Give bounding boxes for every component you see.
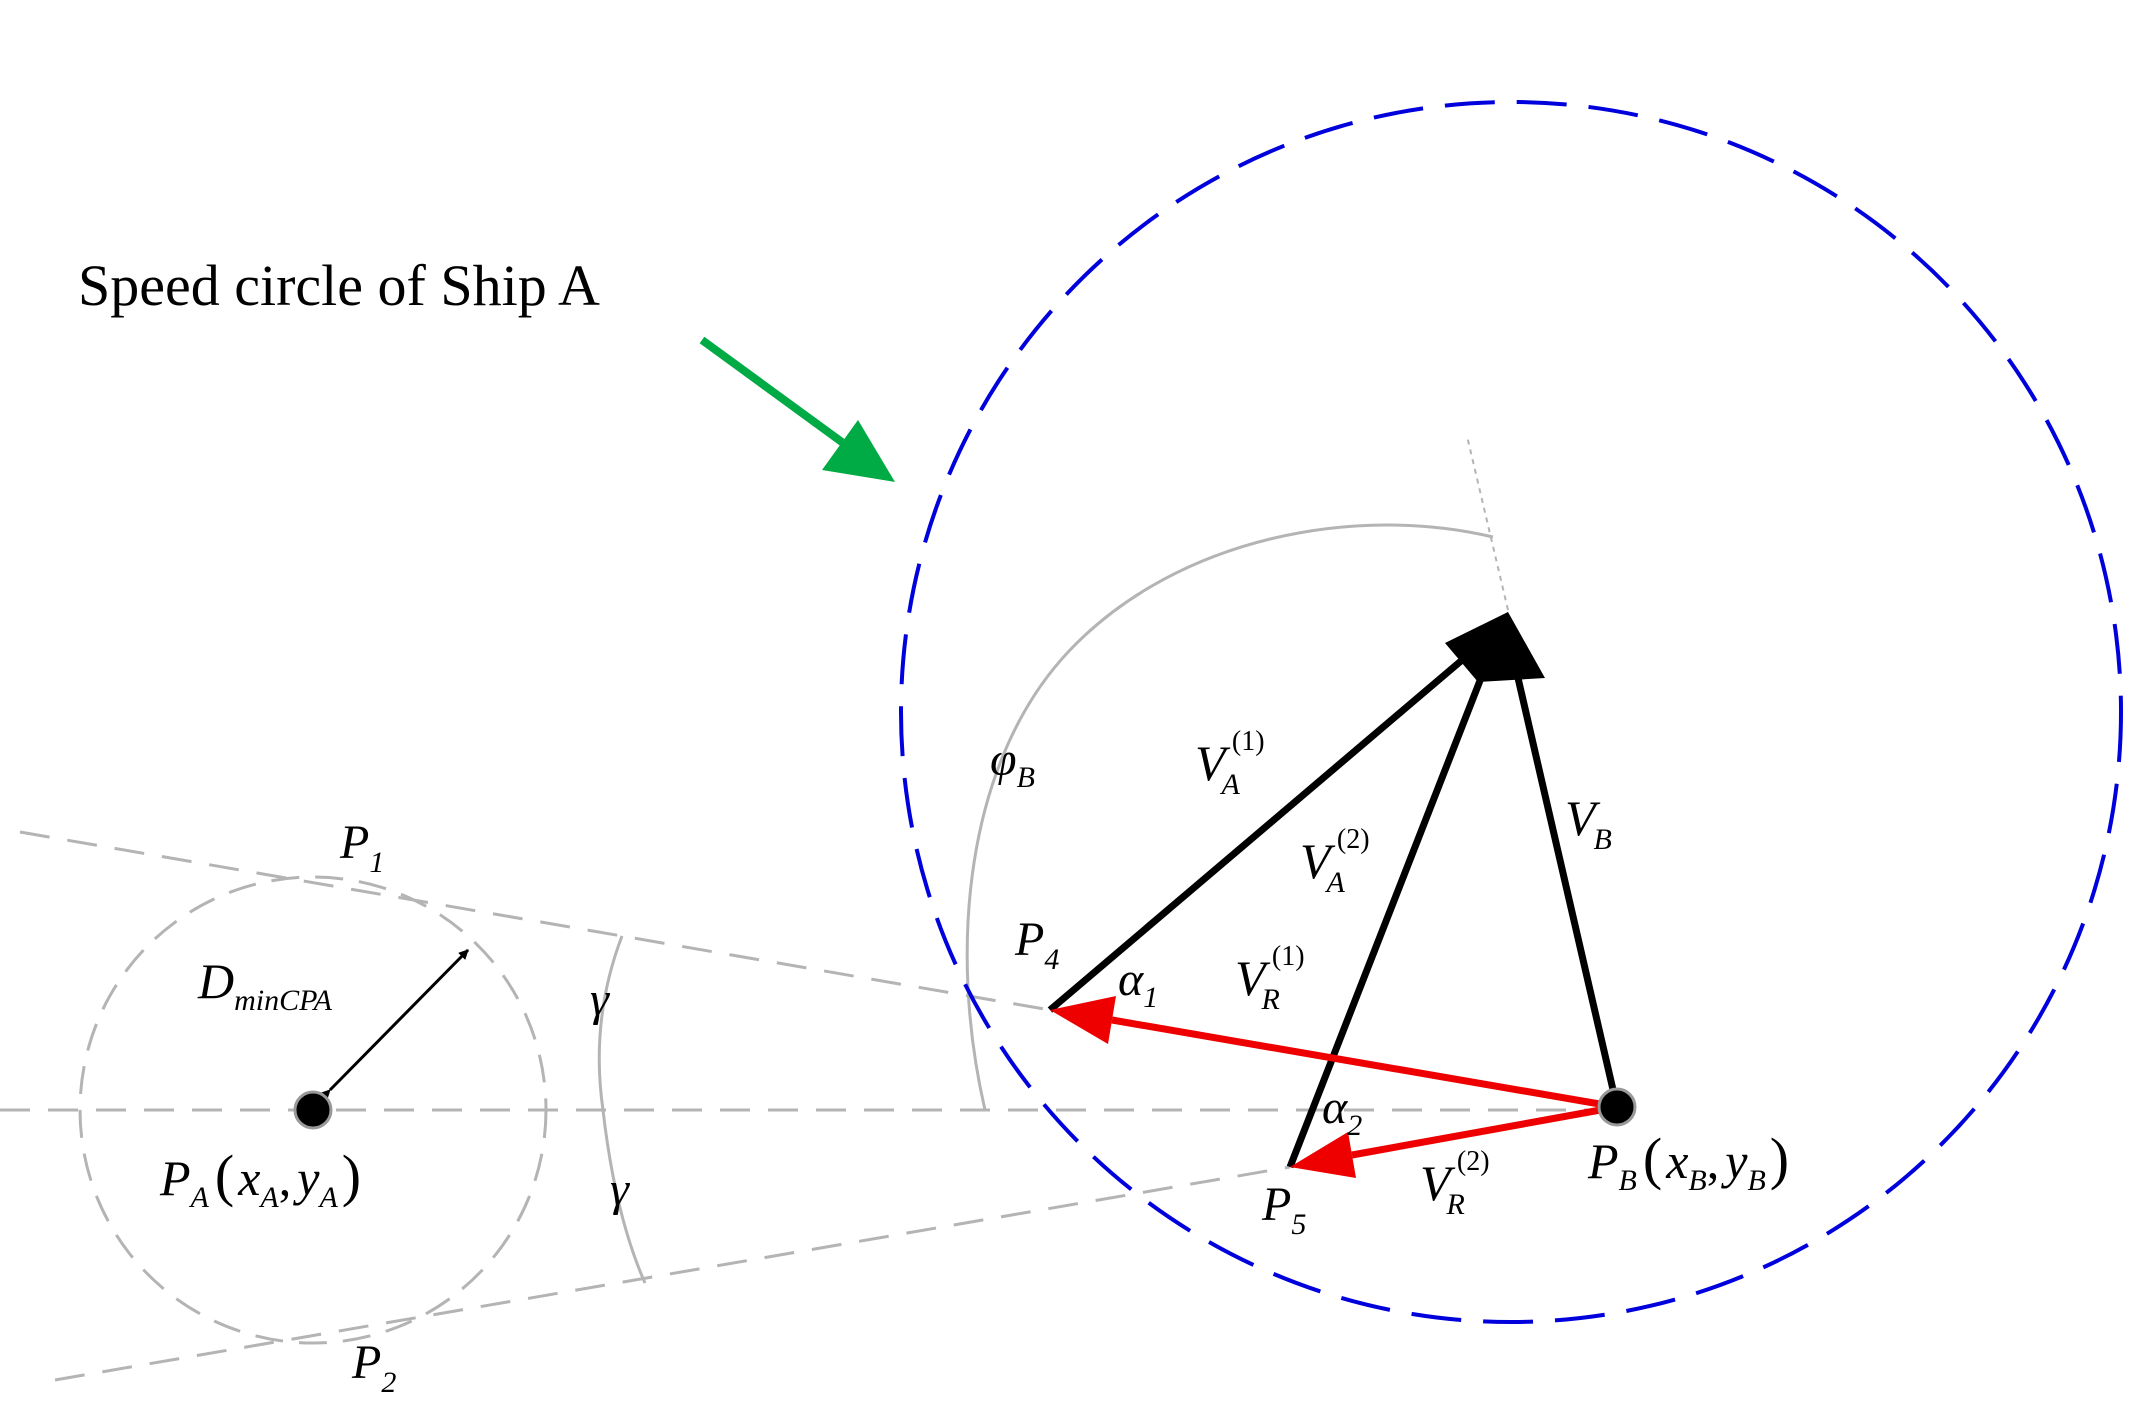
speed-circle-ship-a <box>899 100 2123 1324</box>
north-reference-line <box>1466 435 1509 611</box>
ship-a-position <box>293 1090 333 1130</box>
label-p2: P2 <box>351 1336 396 1399</box>
label-alpha2: α2 <box>1322 1081 1362 1142</box>
label-va2: VA(2) <box>1300 824 1370 899</box>
label-gamma-lower: γ <box>610 1163 630 1216</box>
upper-tangent-line <box>19 830 1051 1012</box>
label-p1: P1 <box>339 816 384 879</box>
velocity-arrowhead <box>1445 612 1545 682</box>
label-dmincpa: DminCPA <box>197 953 333 1017</box>
relative-velocity-vectors <box>1050 996 1618 1178</box>
label-vr1: VR(1) <box>1235 941 1305 1016</box>
construction-lines <box>0 435 1630 1382</box>
vector-va2 <box>1286 653 1494 1169</box>
vector-vr1 <box>1111 1016 1618 1111</box>
label-vr2: VR(2) <box>1420 1146 1490 1221</box>
caption-pointer-arrow <box>699 336 895 482</box>
label-pa: PA(xA,yA) <box>159 1143 361 1214</box>
diagram-caption: Speed circle of Ship A <box>78 253 600 318</box>
vector-vr1-arrowhead <box>1050 996 1116 1044</box>
velocity-vectors <box>1047 652 1621 1169</box>
vector-vr2-arrowhead <box>1290 1132 1356 1178</box>
ship-b-position <box>1597 1087 1637 1127</box>
lower-tangent-line <box>54 1165 1291 1382</box>
gamma-arc-upper <box>597 935 624 1111</box>
label-gamma-upper: γ <box>590 973 610 1026</box>
label-p4: P4 <box>1014 913 1059 976</box>
label-p5: P5 <box>1261 1178 1306 1241</box>
vector-va1 <box>1047 652 1471 1013</box>
cpa-circle <box>78 875 548 1345</box>
label-pb: PB(xB,yB) <box>1587 1126 1789 1197</box>
vector-vr2 <box>1351 1103 1618 1159</box>
dmincpa-double-arrow <box>320 948 470 1100</box>
label-phi-b: φB <box>990 733 1035 794</box>
label-alpha1: α1 <box>1118 953 1158 1014</box>
vector-vb <box>1511 664 1621 1108</box>
gamma-arc-lower <box>601 1109 647 1284</box>
label-va1: VA(1) <box>1195 726 1265 801</box>
heading-angle-arc <box>965 523 1494 1111</box>
label-vb: VB <box>1565 790 1612 856</box>
